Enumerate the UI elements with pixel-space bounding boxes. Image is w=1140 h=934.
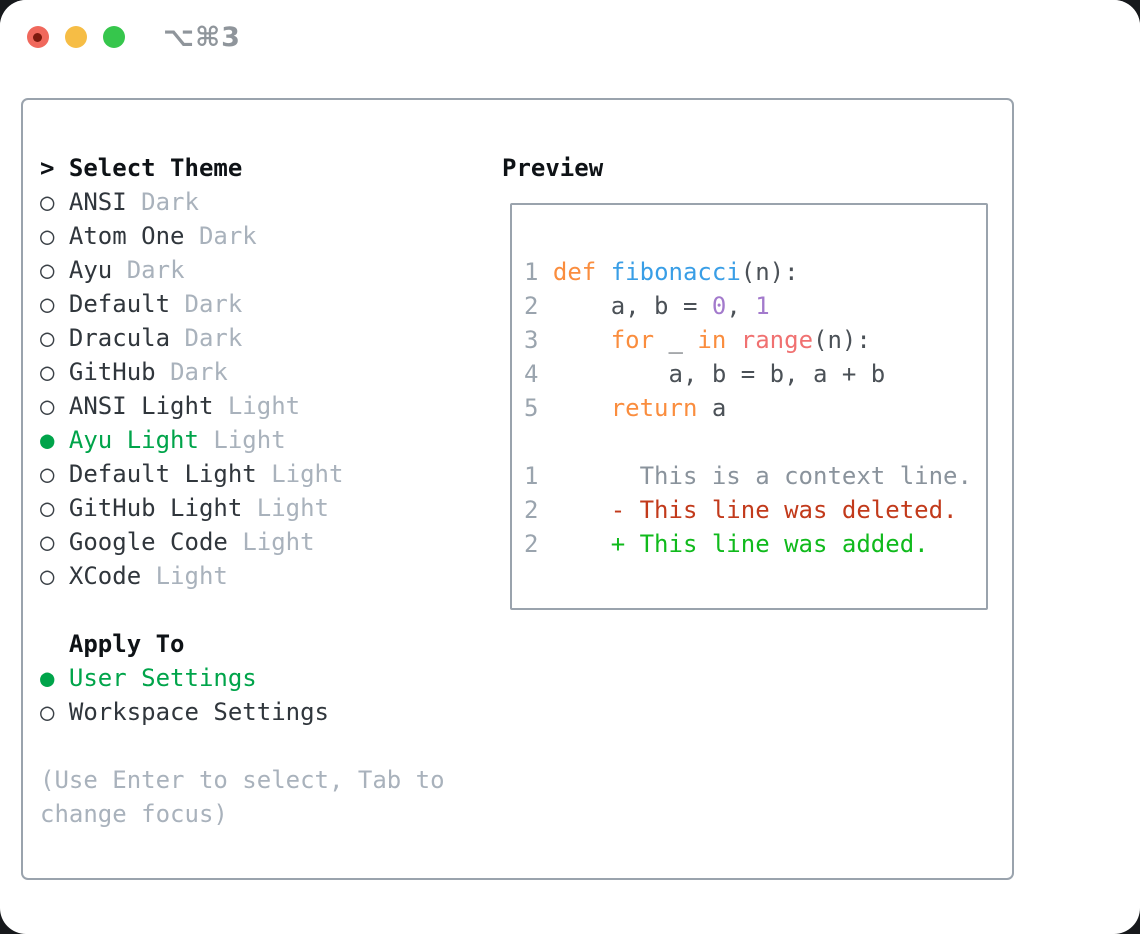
theme-item[interactable]: ○ Google Code Light	[40, 525, 445, 559]
focus-arrow-icon: >	[40, 154, 55, 182]
theme-tag: Dark	[126, 256, 185, 284]
theme-tag: Dark	[141, 188, 199, 216]
line-number: 2	[524, 530, 553, 558]
theme-name: Default	[68, 290, 171, 318]
apply-to-header: Apply To	[68, 630, 185, 658]
maximize-icon[interactable]	[103, 26, 125, 48]
line-number: 4	[524, 360, 553, 388]
apply-option-label: User Settings	[68, 664, 257, 692]
theme-item[interactable]: ○ GitHub Light Light	[40, 491, 445, 525]
code-block: 1 def fibonacci(n): 2 a, b = 0, 1 3 for _ …	[524, 255, 972, 425]
theme-item[interactable]: ○ Ayu Dark	[40, 253, 445, 287]
radio-icon: ○	[40, 188, 55, 216]
spacer	[40, 593, 445, 627]
theme-item[interactable]: ● Ayu Light Light	[40, 423, 445, 457]
radio-icon: ●	[40, 426, 55, 454]
radio-icon: ○	[40, 290, 55, 318]
minimize-icon[interactable]	[65, 26, 87, 48]
help-text-line-1: (Use Enter to select, Tab to	[40, 766, 445, 794]
theme-name: XCode	[68, 562, 142, 590]
theme-item[interactable]: ○ XCode Light	[40, 559, 445, 593]
line-number: 1	[524, 258, 553, 286]
theme-name: Ayu Light	[68, 426, 199, 454]
theme-list: ○ ANSI Dark○ Atom One Dark○ Ayu Dark○ De…	[40, 185, 445, 593]
theme-name: Ayu	[68, 256, 113, 284]
diff-line: 2 + This line was added.	[524, 530, 929, 558]
theme-name: Dracula	[68, 324, 171, 352]
apply-option-label: Workspace Settings	[68, 698, 329, 726]
theme-tag: Light	[155, 562, 228, 590]
line-number: 2	[524, 292, 553, 320]
line-number: 1	[524, 462, 553, 490]
theme-tag: Dark	[170, 358, 228, 386]
radio-icon: ○	[40, 698, 55, 726]
radio-icon: ○	[40, 528, 55, 556]
theme-name: ANSI	[68, 188, 127, 216]
radio-icon: ○	[40, 358, 55, 386]
radio-icon: ○	[40, 392, 55, 420]
theme-item[interactable]: ○ Default Dark	[40, 287, 445, 321]
theme-tag: Dark	[184, 290, 243, 318]
theme-list-header: > Select Theme	[40, 154, 243, 182]
radio-icon: ○	[40, 460, 55, 488]
help-text-line-2: change focus)	[40, 800, 228, 828]
window-title: ⌥⌘3	[163, 22, 241, 53]
spacer	[524, 425, 972, 459]
diff-block: 1 This is a context line. 2 - This line w…	[524, 459, 972, 561]
theme-item[interactable]: ○ GitHub Dark	[40, 355, 445, 389]
apply-option[interactable]: ○ Workspace Settings	[40, 695, 445, 729]
preview-box: 1 def fibonacci(n): 2 a, b = 0, 1 3 for _ …	[510, 203, 988, 610]
code-line: 3 for _ in range(n):	[524, 326, 871, 354]
preview-content: 1 def fibonacci(n): 2 a, b = 0, 1 3 for _ …	[524, 255, 972, 561]
theme-name: Atom One	[68, 222, 185, 250]
line-number: 3	[524, 326, 553, 354]
theme-tag: Light	[242, 528, 315, 556]
code-line: 1 def fibonacci(n):	[524, 258, 799, 286]
radio-icon: ●	[40, 664, 55, 692]
line-number: 5	[524, 394, 553, 422]
line-number: 2	[524, 496, 553, 524]
radio-icon: ○	[40, 324, 55, 352]
diff-line: 2 - This line was deleted.	[524, 496, 958, 524]
theme-name: Default Light	[68, 460, 257, 488]
theme-tag: Light	[213, 426, 286, 454]
code-line: 2 a, b = 0, 1	[524, 292, 770, 320]
theme-item[interactable]: ○ Atom One Dark	[40, 219, 445, 253]
theme-name: GitHub Light	[68, 494, 243, 522]
traffic-lights	[27, 26, 125, 48]
apply-option[interactable]: ● User Settings	[40, 661, 445, 695]
spacer	[40, 729, 445, 763]
code-line: 5 return a	[524, 394, 727, 422]
theme-tag: Light	[271, 460, 344, 488]
code-line: 4 a, b = b, a + b	[524, 360, 886, 388]
close-icon[interactable]	[27, 26, 49, 48]
main-panel: > Select Theme ○ ANSI Dark○ Atom One Dar…	[21, 98, 1014, 880]
theme-name: ANSI Light	[68, 392, 214, 420]
radio-icon: ○	[40, 562, 55, 590]
preview-title: Preview	[502, 154, 604, 182]
theme-item[interactable]: ○ ANSI Dark	[40, 185, 445, 219]
theme-tag: Dark	[198, 222, 257, 250]
theme-item[interactable]: ○ ANSI Light Light	[40, 389, 445, 423]
theme-item[interactable]: ○ Dracula Dark	[40, 321, 445, 355]
theme-tag: Light	[256, 494, 329, 522]
theme-tag: Dark	[184, 324, 243, 352]
theme-selector: > Select Theme ○ ANSI Dark○ Atom One Dar…	[40, 151, 445, 831]
theme-name: Google Code	[68, 528, 228, 556]
radio-icon: ○	[40, 256, 55, 284]
theme-tag: Light	[227, 392, 301, 420]
titlebar: ⌥⌘3	[0, 0, 1140, 75]
diff-line: 1 This is a context line.	[524, 462, 972, 490]
radio-icon: ○	[40, 222, 55, 250]
theme-item[interactable]: ○ Default Light Light	[40, 457, 445, 491]
theme-name: GitHub	[68, 358, 156, 386]
radio-icon: ○	[40, 494, 55, 522]
apply-to-options: ● User Settings○ Workspace Settings	[40, 661, 445, 729]
